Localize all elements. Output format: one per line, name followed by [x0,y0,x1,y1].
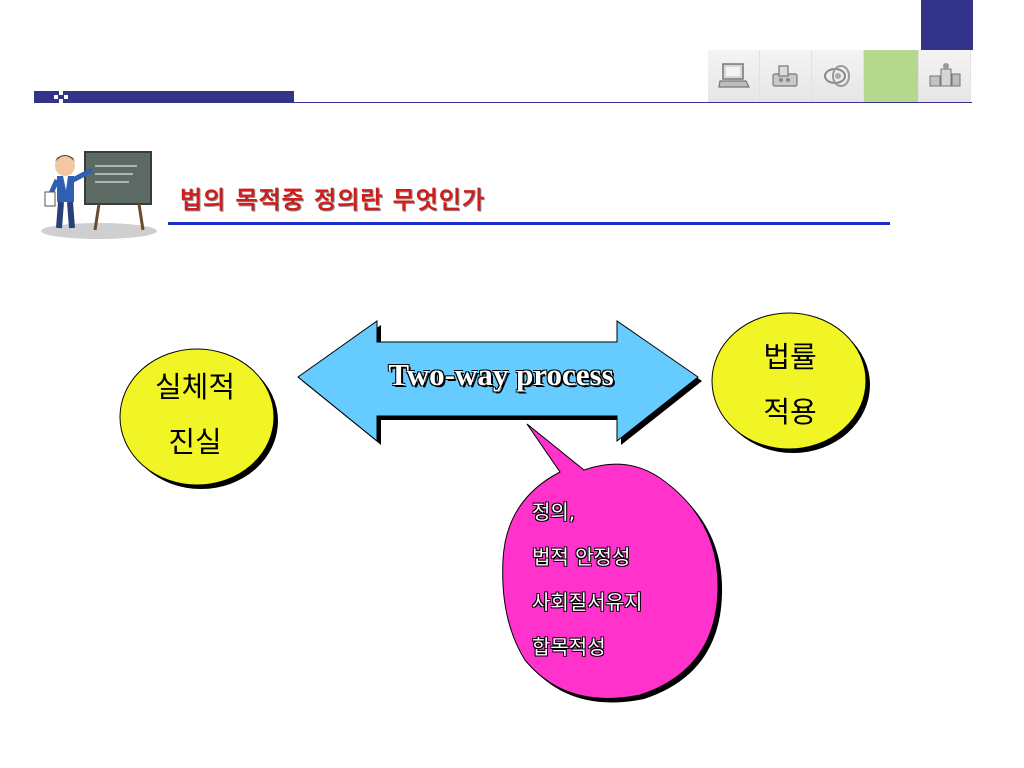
double-arrow [297,320,699,443]
right-circle [711,312,867,450]
right-circle-label: 법률 적용 [715,330,865,440]
right-circle-line2: 적용 [763,395,817,429]
header-accent-square [921,0,973,50]
teacher-illustration [41,151,157,239]
header-bar [34,91,294,103]
left-circle-line2: 진실 [168,425,222,459]
phone-icon [760,50,812,102]
bubble-line: 합목적성 [532,635,606,659]
icon-strip [708,50,972,102]
speech-bubble [502,423,723,703]
bubble-line: 정의, [532,500,576,524]
title-underline [168,222,890,225]
laptop-icon [708,50,760,102]
header-rule [34,102,972,103]
bubble-line: 법적 안정성 [532,545,631,569]
dots-icon [54,91,68,103]
right-circle-line1: 법률 [763,340,817,374]
arrow-label: Two-way process [388,357,614,392]
left-circle [119,348,275,486]
bubble-line: 사회질서유지 [532,590,643,614]
bubble-text: 정의, 법적 안정성 사회질서유지 합목적성 [532,490,642,670]
page-title: 법의 목적중 정의란 무엇인가 [180,185,486,214]
left-circle-line1: 실체적 [154,370,236,404]
blank-tile [864,50,919,102]
network-icon [812,50,864,102]
people-icon [919,50,971,102]
left-circle-label: 실체적 진실 [120,360,270,470]
